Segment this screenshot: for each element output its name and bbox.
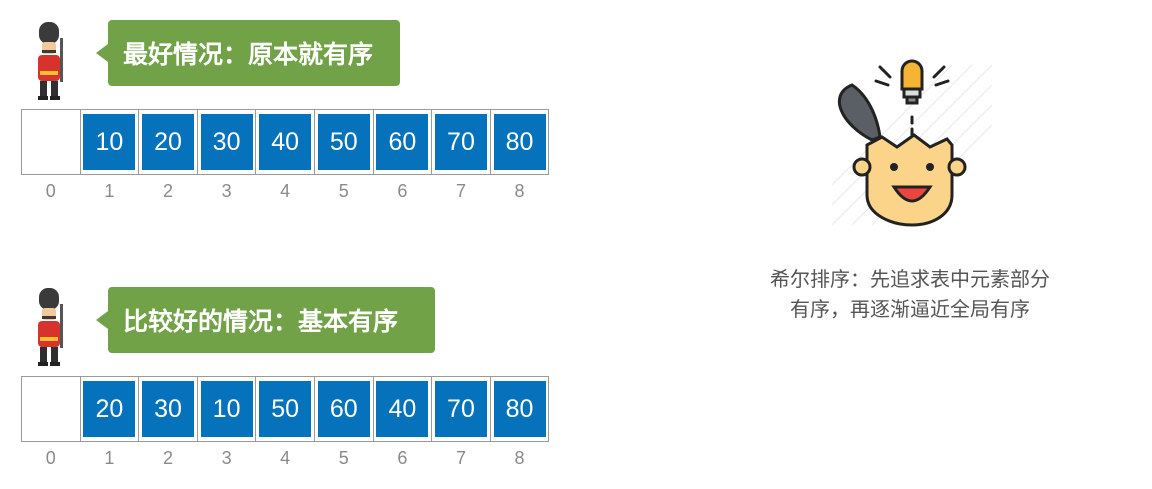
cell-value: 20 <box>141 114 194 170</box>
array-cell: 70 <box>431 109 491 175</box>
array-index: 0 <box>45 448 56 468</box>
array-index: 6 <box>397 181 408 201</box>
scenario-label: 比较好的情况：基本有序 <box>96 287 435 353</box>
cell-value: 10 <box>200 381 253 437</box>
array-cell: 40 <box>372 376 433 442</box>
array-cell: 50 <box>255 376 315 442</box>
guard-icon <box>38 288 63 366</box>
array-index: 5 <box>338 181 349 201</box>
array-index: 4 <box>280 448 291 468</box>
cell-value: 10 <box>83 114 136 170</box>
array-cells: 10 20 30 40 50 60 70 80 <box>21 109 550 175</box>
caption-line: 有序，再逐渐逼近全局有序 <box>790 297 1030 321</box>
array-index: 3 <box>221 448 232 468</box>
array-cell: 70 <box>431 376 491 442</box>
cell-value: 60 <box>317 381 370 437</box>
idea-head-icon <box>831 59 993 227</box>
array-index: 4 <box>280 181 291 201</box>
array-cell: 20 <box>138 109 198 175</box>
array-index: 5 <box>338 448 349 468</box>
array-index: 0 <box>45 181 56 201</box>
cell-value: 60 <box>376 114 429 170</box>
cell-value: 40 <box>259 114 312 170</box>
cell-value: 20 <box>83 381 136 437</box>
array-index: 2 <box>162 448 173 468</box>
array-cells: 20 30 10 50 60 40 70 80 <box>21 376 550 442</box>
array-cell: 60 <box>313 376 374 442</box>
cell-value: 40 <box>376 381 429 437</box>
array-cell: 30 <box>138 376 198 442</box>
scenario-label: 最好情况：原本就有序 <box>96 20 400 86</box>
cell-value: 50 <box>317 114 370 170</box>
array-cell-empty <box>21 109 81 175</box>
array-index: 3 <box>221 181 232 201</box>
cell-value: 70 <box>434 114 487 170</box>
array-indices: 0 1 2 3 4 5 6 7 8 <box>21 181 549 202</box>
array-index: 7 <box>455 448 466 468</box>
caption: 希尔排序：先追求表中元素部分 有序，再逐渐逼近全局有序 <box>700 264 1120 324</box>
array-index: 8 <box>514 448 525 468</box>
array-index: 6 <box>397 448 408 468</box>
array-cell: 80 <box>489 109 550 175</box>
array-index: 1 <box>104 181 115 201</box>
array-indices: 0 1 2 3 4 5 6 7 8 <box>21 448 549 469</box>
array-index: 8 <box>514 181 525 201</box>
array-cell: 10 <box>79 109 140 175</box>
array-cell: 10 <box>196 376 257 442</box>
array-cell: 20 <box>79 376 140 442</box>
cell-value: 70 <box>434 381 487 437</box>
cell-value: 80 <box>493 381 546 437</box>
array-cell: 50 <box>313 109 374 175</box>
array-cell: 80 <box>489 376 550 442</box>
caption-line: 希尔排序：先追求表中元素部分 <box>770 267 1050 291</box>
array-index: 2 <box>162 181 173 201</box>
cell-value: 80 <box>493 114 546 170</box>
array-cell: 40 <box>255 109 315 175</box>
cell-value: 50 <box>259 381 312 437</box>
array-index: 7 <box>455 181 466 201</box>
array-index: 1 <box>104 448 115 468</box>
cell-value: 30 <box>141 381 194 437</box>
array-cell: 30 <box>196 109 257 175</box>
array-cell-empty <box>21 376 81 442</box>
array-cell: 60 <box>372 109 433 175</box>
cell-value: 30 <box>200 114 253 170</box>
guard-icon <box>38 22 63 100</box>
